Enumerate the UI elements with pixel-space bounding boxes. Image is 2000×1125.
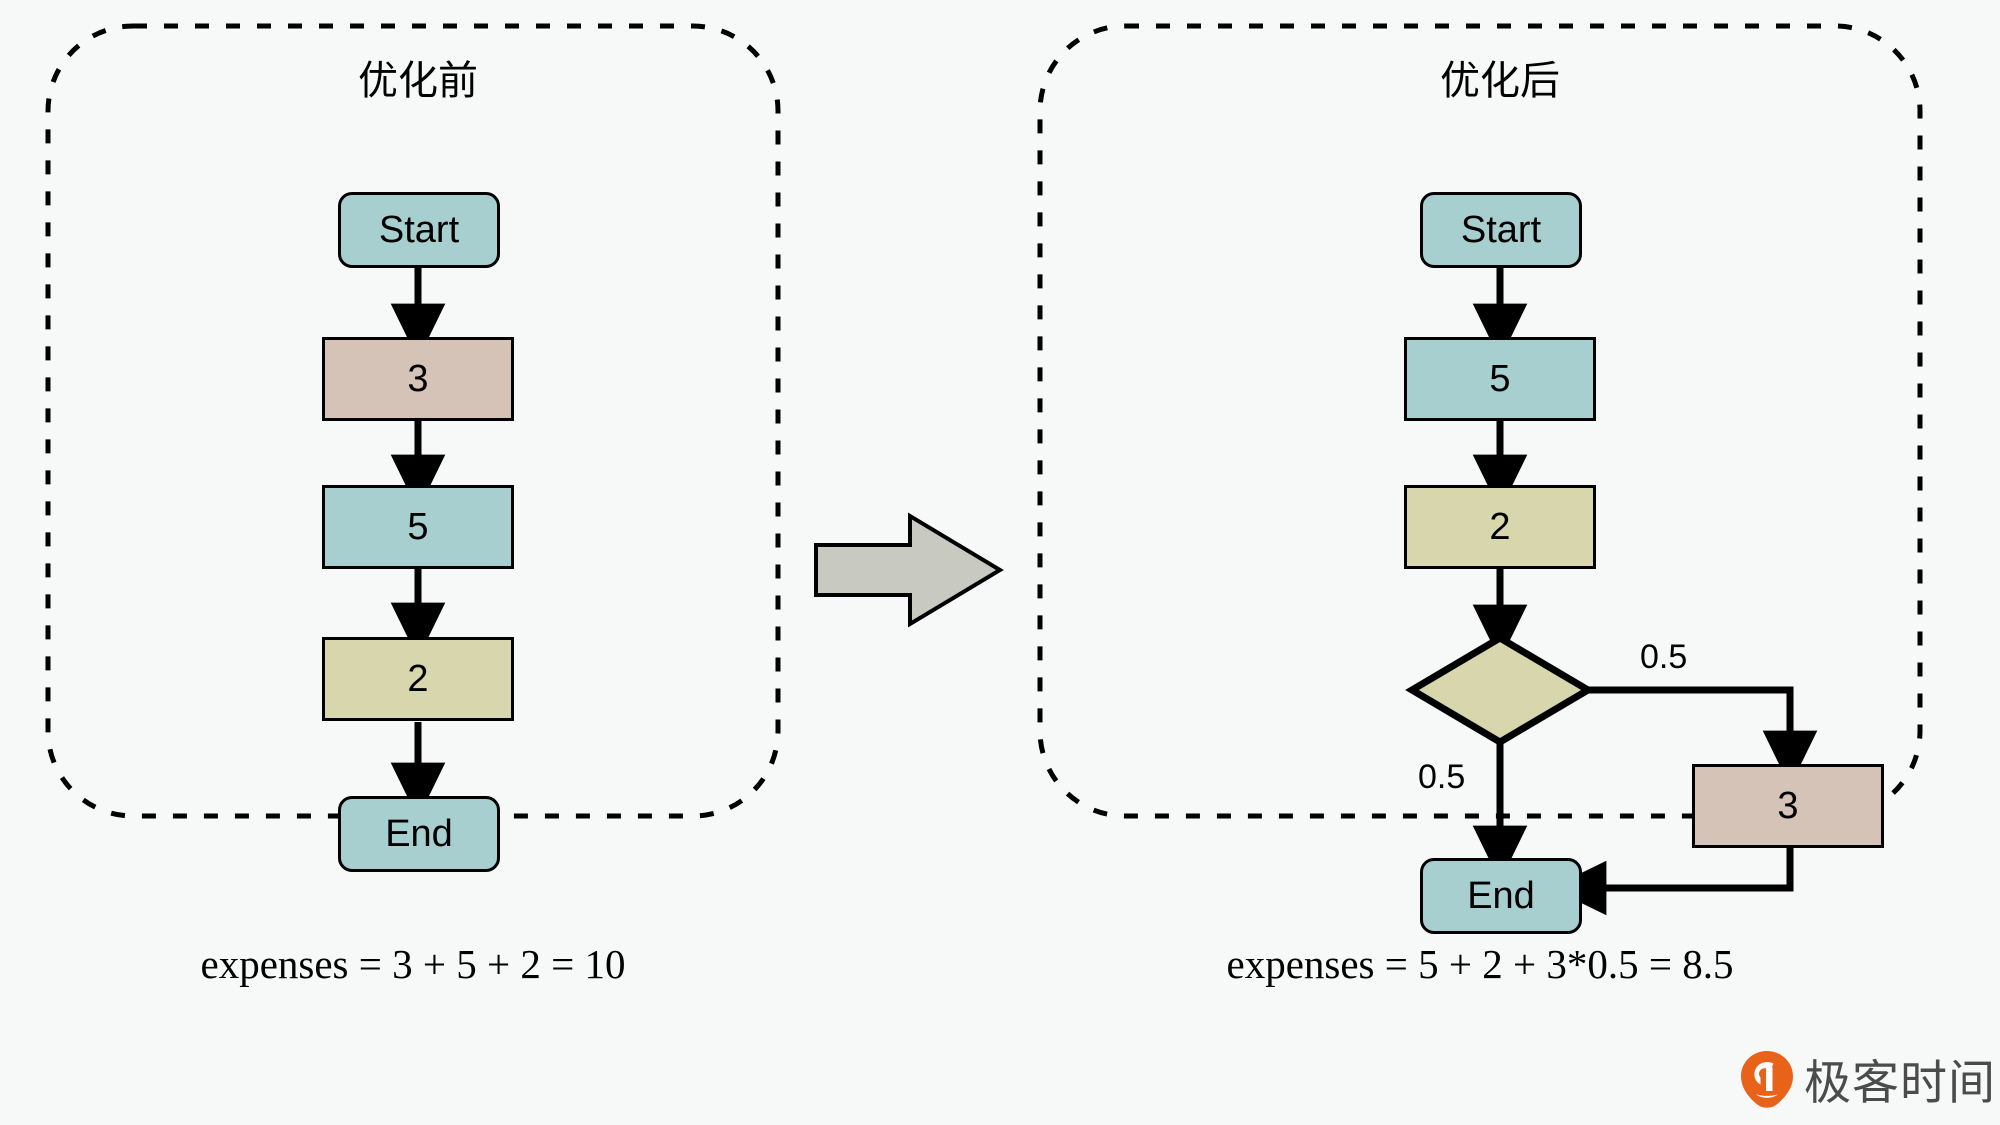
node-after-5[interactable]: 5 (1404, 337, 1596, 421)
node-label: 5 (1489, 357, 1511, 400)
formula-before: expenses = 3 + 5 + 2 = 10 (200, 941, 626, 987)
node-label: 3 (407, 357, 429, 400)
edge-label-decision-to-end: 0.5 (1418, 758, 1466, 796)
node-after-3[interactable]: 3 (1692, 764, 1884, 848)
node-before-5[interactable]: 5 (322, 485, 514, 569)
panel-title-before: 优化前 (358, 59, 478, 103)
node-before-end[interactable]: End (338, 796, 500, 872)
node-label: End (385, 812, 453, 855)
node-after-start[interactable]: Start (1420, 192, 1582, 268)
geektime-logo-text: 极客时间 (1804, 1056, 1996, 1109)
panel-container-after (1037, 23, 1923, 819)
node-label: 2 (1489, 505, 1511, 548)
edge-3-to-end (1550, 848, 1794, 916)
transform-arrow (814, 512, 1004, 628)
node-after-end[interactable]: End (1420, 858, 1582, 934)
node-after-2[interactable]: 2 (1404, 485, 1596, 569)
node-label: 2 (407, 657, 429, 700)
node-label: Start (378, 208, 460, 251)
node-before-3[interactable]: 3 (322, 337, 514, 421)
panel-title-after: 优化后 (1440, 59, 1560, 103)
decision-diamond (1405, 633, 1595, 747)
geektime-logo-icon (1740, 1050, 1794, 1108)
formula-after: expenses = 5 + 2 + 3*0.5 = 8.5 (1226, 941, 1734, 987)
node-label: End (1467, 874, 1535, 917)
node-label: Start (1460, 208, 1542, 251)
node-before-2[interactable]: 2 (322, 637, 514, 721)
node-label: 3 (1777, 784, 1799, 827)
edge-decision-to-3 (1588, 686, 1818, 787)
panel-container-before (45, 23, 781, 819)
node-label: 5 (407, 505, 429, 548)
node-before-start[interactable]: Start (338, 192, 500, 268)
edge-label-decision-to-3: 0.5 (1640, 638, 1688, 676)
geektime-logo: 极客时间 (1740, 1044, 1996, 1113)
